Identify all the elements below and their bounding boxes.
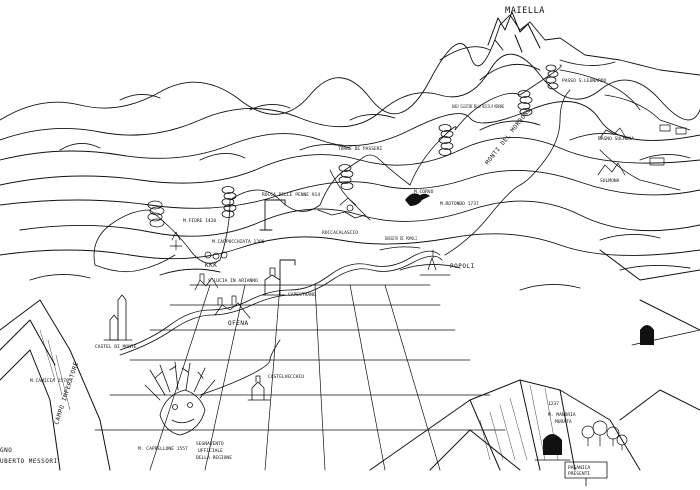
label-rocca-dei-poteri: ROCCA DELLE PENNE 914 [262, 192, 320, 198]
label-s-lucia: S.LUCIA IN ARIANNO [208, 278, 258, 284]
label-campo-imperatore: CAMPO IMPERATORE [53, 361, 80, 426]
label-bagno-sulmona: BAGNO SULMONA [598, 136, 634, 142]
cave-icon [534, 434, 571, 461]
label-ofena: OFENA [228, 320, 249, 327]
gallows-icon-2 [279, 259, 296, 286]
label-sign-2: PRESENTI [568, 471, 590, 477]
label-m-fiore: M.FIORE 1420 [183, 218, 216, 224]
label-sulmona: SULMONA [600, 178, 620, 184]
tunnel-entrance-icon [631, 325, 700, 346]
trees-icon [581, 420, 628, 451]
label-busseto: BUSSETO DI POPOLI [385, 236, 417, 242]
label-passo-s-leonardo: PASSO S.LEONARDO [562, 78, 606, 84]
popoli-town-icon [419, 249, 451, 276]
label-segnavento-2: UFFICIALE [198, 448, 223, 454]
label-castelvecchio: CASTELVECCHIO [268, 374, 304, 380]
label-castel-di-monte: CASTEL DI MONTE [95, 344, 137, 350]
label-segnavento-3: DELLA REGIONE [196, 455, 232, 461]
maiella-peaks [487, 11, 541, 53]
castel-di-monte-icon [103, 294, 133, 341]
label-m-corvo: M.CORVO [414, 189, 434, 195]
slope-hatching [39, 329, 559, 461]
flying-figure-icon [317, 197, 366, 219]
label-m-capocchiata: M.CAPPOCCHIATA 1300 [212, 239, 265, 245]
flight-path [93, 64, 641, 273]
devil-figure-icon [169, 231, 183, 251]
s-lucia-town-icon [194, 273, 219, 291]
signpost-icon [564, 461, 608, 487]
grotesque-face-icon [144, 361, 216, 436]
loop-springs [147, 64, 559, 228]
sulmona-town-icon [597, 162, 626, 176]
ofena-town-icon [214, 295, 251, 319]
label-m-cappellone: M. CAPPELLONE 1557 [138, 446, 188, 452]
label-segnavento-1: SEGNAVENTO [196, 441, 224, 447]
vehicles-icon [649, 124, 687, 166]
label-m-mandria-2: MURATA [555, 419, 572, 425]
label-monti-del-morrone: MONTI DEL MORRONE [484, 107, 533, 166]
label-m-camicia: M.CAMICIA 2570 [30, 378, 69, 384]
label-roccacalascio: ROCCACALASCIO [322, 230, 358, 236]
label-gno: GNO [0, 447, 12, 454]
label-capestrano: CAPESTRANO [288, 292, 316, 298]
label-popoli: POPOLI [450, 263, 475, 270]
capestrano-castle-icon [261, 267, 286, 296]
gallows-icon [259, 199, 286, 231]
label-kkk: KKK [205, 262, 217, 269]
kkk-figures-icon [204, 251, 228, 260]
mountain-ridges [0, 14, 700, 291]
castelvecchio-town-icon [247, 375, 271, 401]
label-m-mandria-1: M. MANDRIA [548, 412, 576, 418]
roads [119, 89, 691, 396]
label-m-rotondo: M.ROTONDO 1737 [440, 201, 479, 207]
label-1237: 1237 [548, 401, 559, 407]
badia-building-icon [599, 127, 627, 139]
label-torre-de-passeri: TORRE DE PASSERI [338, 146, 382, 152]
label-uberto-messori: UBERTO MESSORI [0, 458, 58, 465]
bird-icon [405, 193, 430, 206]
label-sign-1: PAGANICA [568, 465, 590, 471]
label-maiella: MAIELLA [505, 6, 545, 16]
foreground-mountains [0, 249, 700, 471]
label-badia: BADIA CELESTINE NELLA ROCCIA M.MORRONE [452, 104, 504, 110]
